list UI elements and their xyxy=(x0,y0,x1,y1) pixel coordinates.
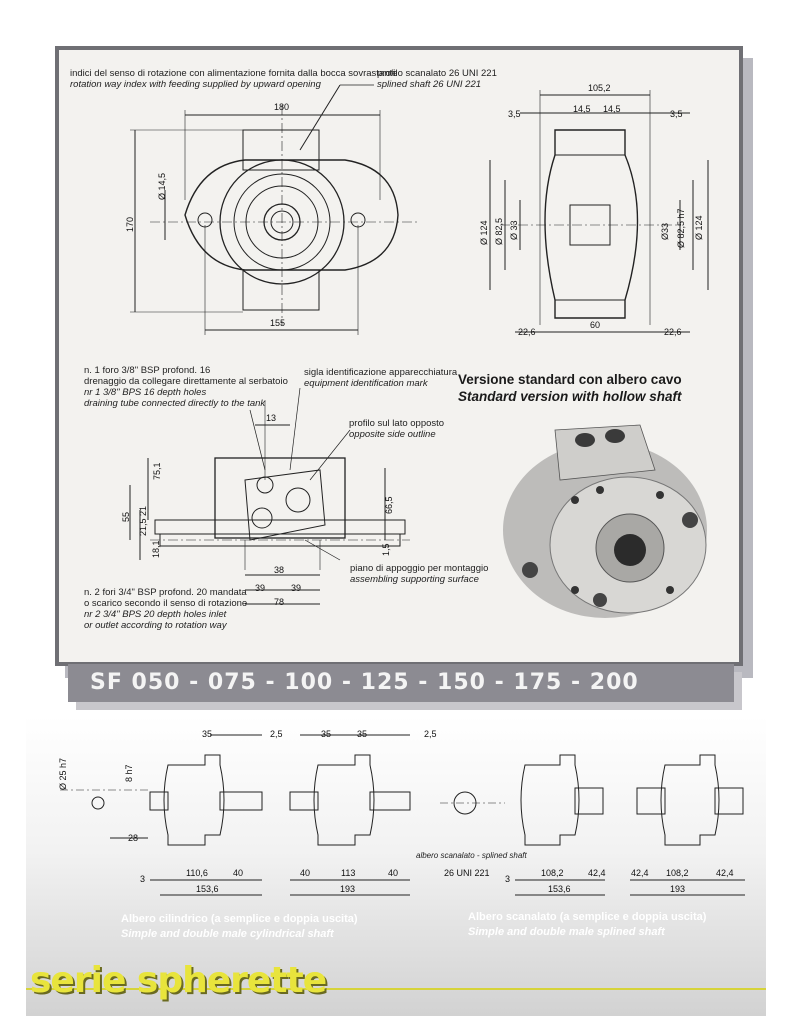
dim-d25-h7: Ø 25 h7 xyxy=(58,757,68,790)
dim-3-a: 3 xyxy=(140,874,146,884)
opposite-outline-note: profilo sul lato opposto opposite side o… xyxy=(349,418,444,440)
dim-2-5-b: 2,5 xyxy=(424,729,437,739)
dim-110-6: 110,6 xyxy=(186,868,208,878)
dim-35-c: 35 xyxy=(357,729,368,739)
dim-14-5-a: 14,5 xyxy=(573,104,591,114)
dim-193-a: 193 xyxy=(340,884,356,894)
dim-40-b: 40 xyxy=(300,868,311,878)
drain-hole-note: n. 1 foro 3/8" BSP profond. 16 drenaggio… xyxy=(84,365,288,409)
mounting-surface-note: piano di appoggio per montaggio assembli… xyxy=(350,563,488,585)
dim-39-left: 39 xyxy=(255,583,266,593)
dim-108-2-b: 108,2 xyxy=(666,868,689,878)
ports-en-1: nr 2 3/4" BPS 20 depth holes inlet xyxy=(84,609,227,620)
motor-photo xyxy=(503,424,707,618)
dim-153-6-a: 153,6 xyxy=(196,884,219,894)
dim-14-5-b: 14,5 xyxy=(603,104,621,114)
dim-13: 13 xyxy=(266,413,277,423)
dim-42-4-c: 42,4 xyxy=(716,868,734,878)
splined-shaft-label: albero scanalato - splined shaft xyxy=(416,851,527,860)
drain-it-2: drenaggio da collegare direttamente al s… xyxy=(84,376,288,387)
ports-it-1: n. 2 fori 3/4" BSP profond. 20 mandata xyxy=(84,587,247,598)
dim-3-5-left: 3,5 xyxy=(508,109,521,119)
dim-105-2: 105,2 xyxy=(588,83,611,93)
dim-2-5-a: 2,5 xyxy=(270,729,283,739)
dim-8-h7: 8 h7 xyxy=(124,764,134,782)
piano-en: assembling supporting surface xyxy=(350,574,479,585)
equipment-mark-note: sigla identificazione apparecchiatura eq… xyxy=(304,367,457,389)
dim-42-4-b: 42,4 xyxy=(631,868,649,878)
spline-note-en: splined shaft 26 UNI 221 xyxy=(377,79,482,90)
dim-22-6-left: 22,6 xyxy=(518,327,536,337)
dim-38: 38 xyxy=(274,565,285,575)
dim-60: 60 xyxy=(590,320,601,330)
drain-en-1: nr 1 3/8" BPS 16 depth holes xyxy=(84,387,207,398)
spline-profile-note: profilo scanalato 26 UNI 221 splined sha… xyxy=(377,68,497,90)
model-banner: SF 050 - 075 - 100 - 125 - 150 - 175 - 2… xyxy=(68,664,734,702)
dim-193-b: 193 xyxy=(670,884,686,894)
version-it: Versione standard con albero cavo xyxy=(458,372,682,387)
dim-35-b: 35 xyxy=(321,729,332,739)
dim-40-a: 40 xyxy=(233,868,244,878)
model-list: SF 050 - 075 - 100 - 125 - 150 - 175 - 2… xyxy=(90,670,639,695)
dim-42-4-a: 42,4 xyxy=(588,868,606,878)
drain-en-2: draining tube connected directly to the … xyxy=(84,398,266,409)
sigla-en: equipment identification mark xyxy=(304,378,428,389)
dim-155: 155 xyxy=(270,318,286,328)
ports-note: n. 2 fori 3/4" BSP profond. 20 mandata o… xyxy=(84,587,247,631)
version-title: Versione standard con albero cavo Standa… xyxy=(458,371,682,405)
dim-40-c: 40 xyxy=(388,868,399,878)
piano-it: piano di appoggio per montaggio xyxy=(350,563,489,574)
cap2-it: Albero scanalato (a semplice e doppia us… xyxy=(468,911,707,923)
ports-it-2: o scarico secondo il senso di rotazione xyxy=(84,598,248,609)
shaft-options-section xyxy=(26,716,766,1016)
cap1-it: Albero cilindrico (a semplice e doppia u… xyxy=(121,913,358,925)
dim-3-5-right: 3,5 xyxy=(670,109,683,119)
dim-39-right: 39 xyxy=(291,583,302,593)
series-underline xyxy=(26,988,766,990)
spline-note-it: profilo scanalato 26 UNI 221 xyxy=(377,68,497,79)
dim-108-2-a: 108,2 xyxy=(541,868,564,878)
dim-78: 78 xyxy=(274,597,285,607)
cylindrical-shaft-caption: Albero cilindrico (a semplice e doppia u… xyxy=(121,912,358,942)
cap2-en: Simple and double male splined shaft xyxy=(468,926,665,938)
cap1-en: Simple and double male cylindrical shaft xyxy=(121,928,334,940)
dim-153-6-b: 153,6 xyxy=(548,884,571,894)
drain-it-1: n. 1 foro 3/8" BSP profond. 16 xyxy=(84,365,211,376)
version-en: Standard version with hollow shaft xyxy=(458,389,682,404)
profilo-en: opposite side outline xyxy=(349,429,436,440)
dim-35-a: 35 xyxy=(202,729,213,739)
dim-22-6-right: 22,6 xyxy=(664,327,682,337)
rotation-note-it: indici del senso di rotazione con alimen… xyxy=(70,68,398,79)
splined-shaft-caption: Albero scanalato (a semplice e doppia us… xyxy=(468,910,706,940)
dim-180: 180 xyxy=(274,102,290,112)
dim-113: 113 xyxy=(341,868,356,878)
series-logo-text: serie spherette xyxy=(30,960,327,1001)
ports-en-2: or outlet according to rotation way xyxy=(84,620,227,631)
profilo-it: profilo sul lato opposto xyxy=(349,418,445,429)
dim-3-b: 3 xyxy=(505,874,511,884)
spline-uni-code: 26 UNI 221 xyxy=(444,868,490,878)
rotation-note-en: rotation way index with feeding supplied… xyxy=(70,79,321,90)
rotation-index-note: indici del senso di rotazione con alimen… xyxy=(70,68,397,90)
sigla-it: sigla identificazione apparecchiatura xyxy=(304,367,458,378)
dim-28: 28 xyxy=(128,833,139,843)
